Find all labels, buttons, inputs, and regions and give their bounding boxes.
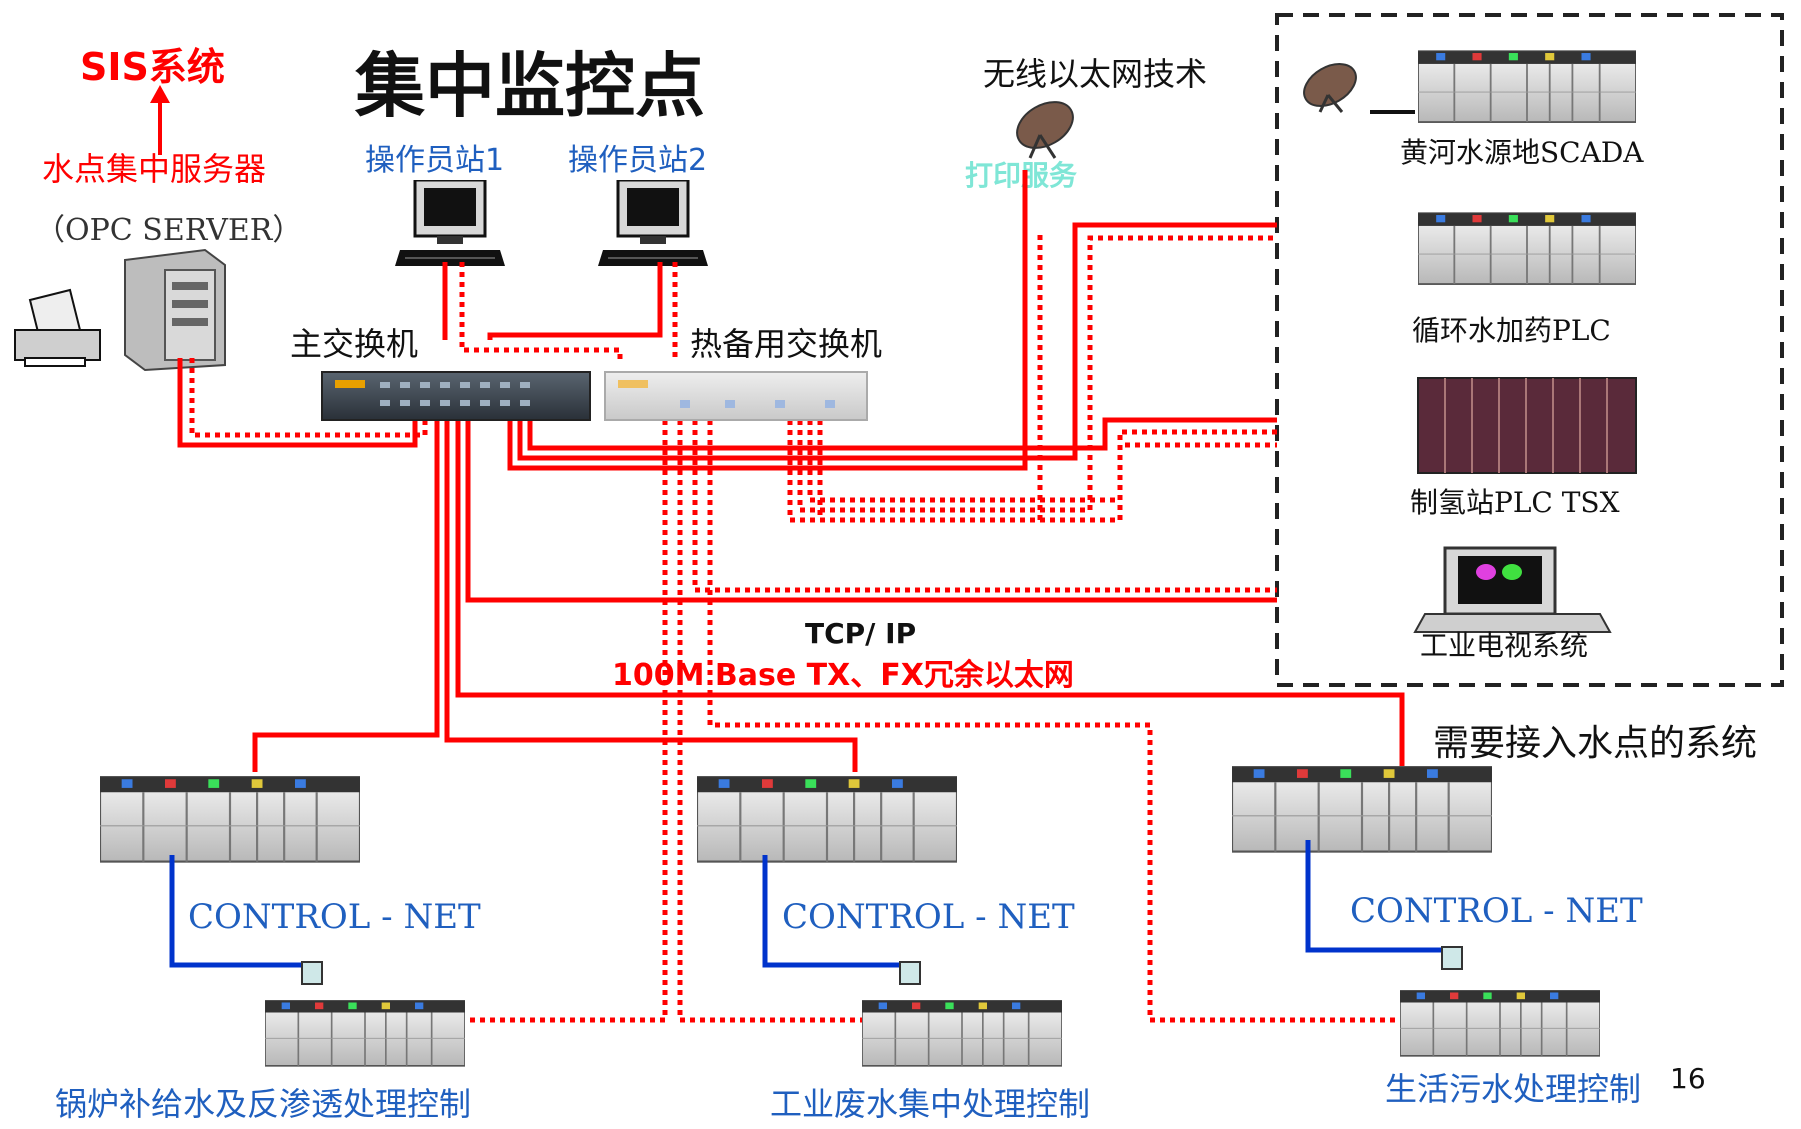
dosing-plc-label: 循环水加药PLC [1412,314,1611,347]
subsystem-label-1: 锅炉补给水及反渗透处理控制 [55,1085,471,1123]
plc-rack-icon [265,999,465,1067]
ethernet-primary-links [177,170,1405,772]
main-switch [321,371,591,421]
plc-rack-icon [1418,50,1636,124]
external-caption: 需要接入水点的系统 [1433,723,1757,764]
plc-rack-icon [697,775,957,863]
standby-switch-label: 热备用交换机 [690,325,882,363]
station-1-label: 操作员站1 [365,143,504,178]
plc-rack-icon [1418,212,1636,286]
standby-switch [604,371,868,421]
plc-rack-icon [1232,765,1492,853]
plc-rack-icon [1417,377,1637,474]
plc-rack-icon [862,999,1062,1067]
computer-icon [395,180,505,268]
plc-rack-icon [100,775,360,863]
controlnet-label-2: CONTROL - NET [782,897,1075,937]
external-systems-group [1275,13,1784,687]
controlnet-label-3: CONTROL - NET [1350,891,1643,931]
main-switch-label: 主交换机 [290,325,418,363]
printer-icon [14,288,101,367]
monitor-icon [1413,546,1612,633]
server-sub-label: （OPC SERVER） [35,213,302,248]
subsystem-label-2: 工业废水集中处理控制 [770,1085,1090,1123]
print-service-label: 打印服务 [965,159,1077,192]
scada-label: 黄河水源地SCADA [1400,136,1644,169]
server-icon [124,248,226,372]
subsystem-label-3: 生活污水处理控制 [1385,1070,1641,1108]
ethernet-redundant-links [189,235,1400,1023]
cctv-label: 工业电视系统 [1420,629,1588,662]
hydrogen-plc-label: 制氢站PLC TSX [1410,486,1620,519]
controlnet-label-1: CONTROL - NET [188,897,481,937]
wireless-label: 无线以太网技术 [983,55,1207,93]
satellite-dish-icon [1016,101,1074,159]
sis-label: SIS系统 [80,45,225,89]
plc-rack-icon [1400,989,1600,1057]
station-2-label: 操作员站2 [568,143,707,178]
computer-icon [598,180,708,268]
connector-icon [301,946,1463,985]
network-type-label: 100M Base TX、FX冗余以太网 [612,658,1074,693]
page-title: 集中监控点 [354,44,705,127]
server-label: 水点集中服务器 [42,150,266,188]
satellite-dish-icon [1303,63,1415,114]
protocol-label: TCP/ IP [805,617,916,650]
page-number: 16 [1670,1062,1706,1095]
up-arrow-icon [150,85,170,155]
